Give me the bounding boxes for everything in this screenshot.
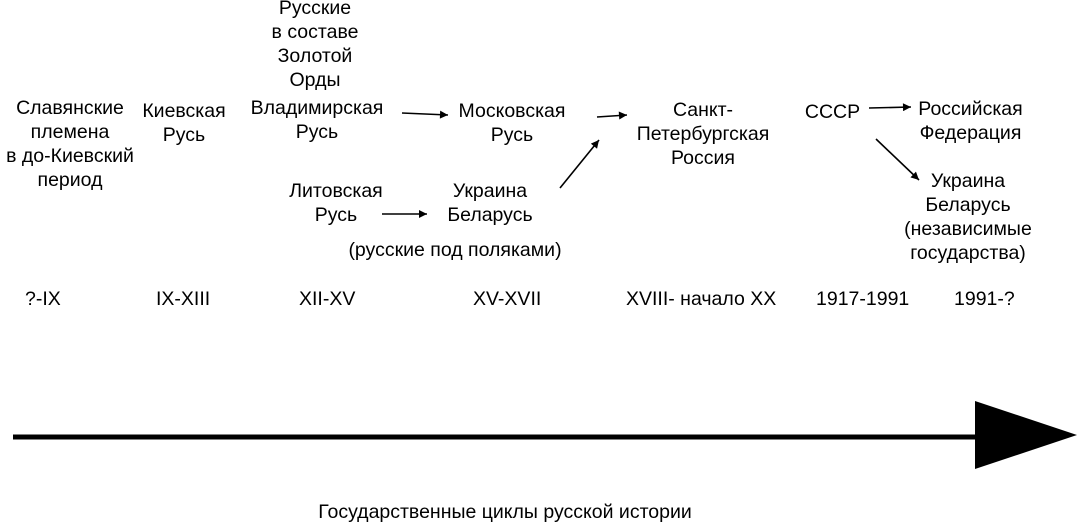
period-label: XV-XVII: [473, 288, 542, 310]
ukraine-belarus-independent-label: Украина Беларусь (независимые государств…: [904, 170, 1032, 264]
period-label: 1917-1991: [816, 288, 910, 310]
period-label: IX-XIII: [156, 288, 211, 310]
lithuanian-rus-label: Литовская Русь: [289, 180, 383, 226]
period-label: XII-XV: [299, 288, 356, 310]
arrow-ussr-to-federation: [868, 103, 912, 112]
arrow-vladimir-to-moscow: [401, 110, 449, 119]
diagram-caption: Государственные циклы русской истории: [318, 501, 692, 523]
period-label: 1991-?: [954, 288, 1015, 310]
timeline-arrowhead: [975, 401, 1077, 469]
arrow-ussr-to-ukraine: [875, 138, 920, 181]
moscow-rus-label: Московская Русь: [458, 100, 566, 146]
vladimir-rus-label: Владимирская Русь: [250, 97, 384, 143]
period-label: XVIII- начало XX: [626, 288, 777, 310]
arrow-ukraine-to-petersburg: [559, 139, 600, 189]
period-label: ?-IX: [25, 288, 61, 310]
russian-federation-label: Российская Федерация: [918, 98, 1023, 144]
slavic-tribes-label: Славянские племена в до-Киевский период: [6, 97, 134, 191]
golden-horde-label: Русские в составе Золотой Орды: [271, 0, 359, 91]
ukraine-belarus-label: Украина Беларусь: [447, 180, 533, 226]
petersburg-russia-label: Санкт- Петербургская Россия: [636, 99, 770, 169]
under-poles-label: (русские под поляками): [348, 239, 562, 261]
ussr-label: СССР: [804, 101, 861, 123]
kievan-rus-label: Киевская Русь: [142, 100, 226, 146]
arrow-moscow-to-petersburg: [596, 111, 628, 120]
